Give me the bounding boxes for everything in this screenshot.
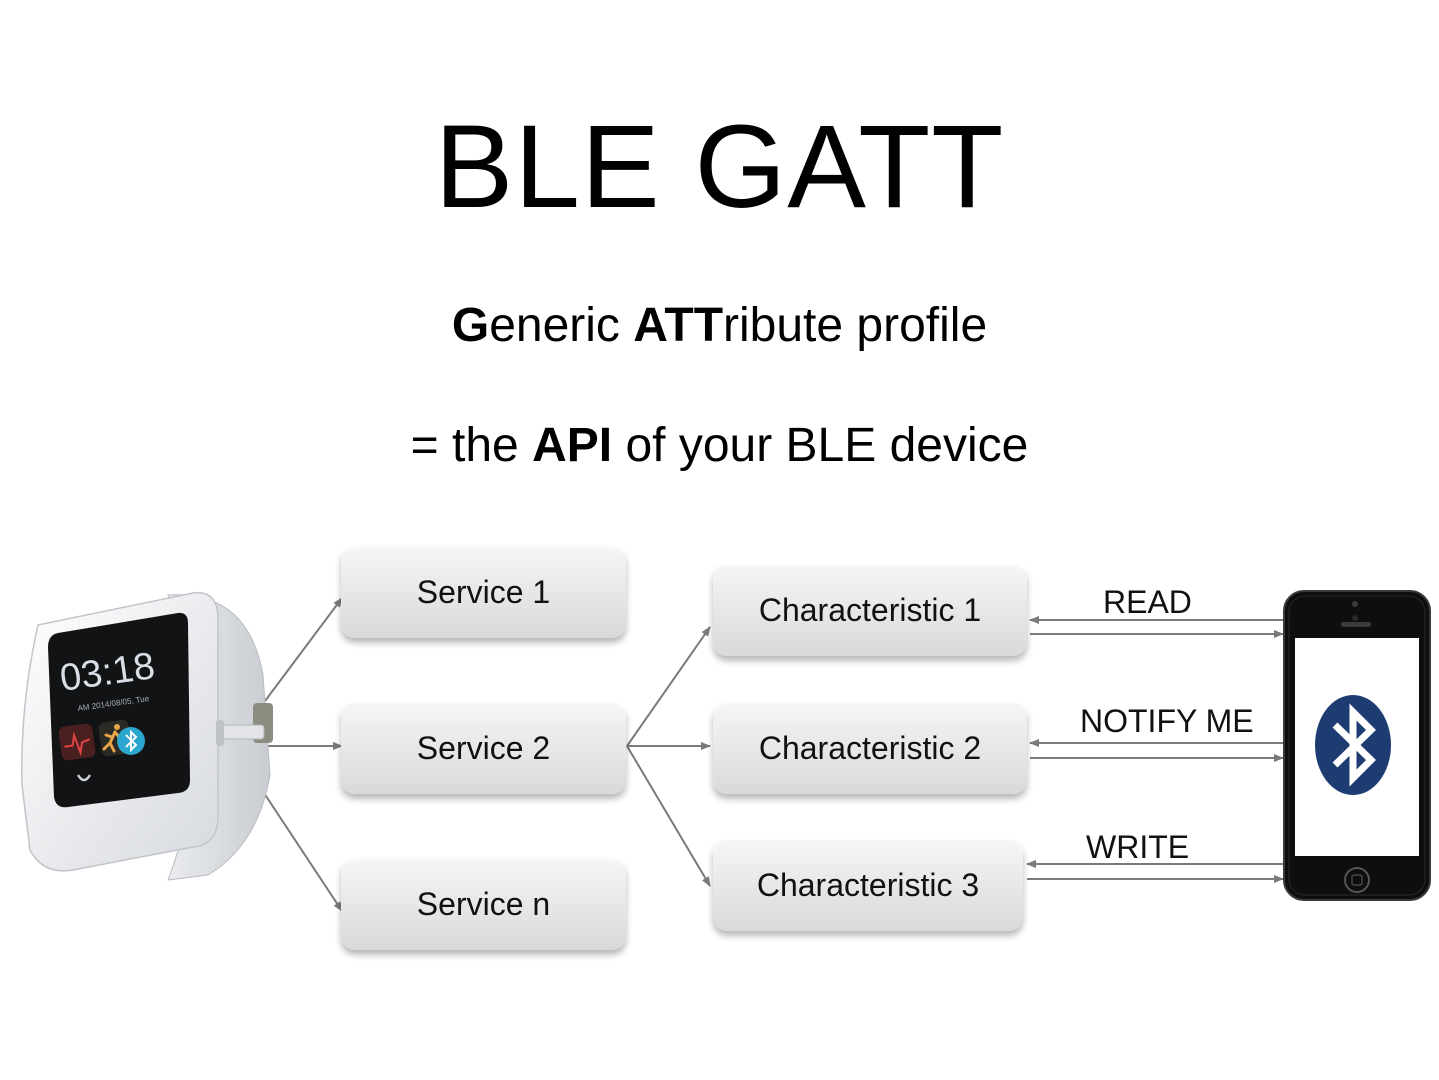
service-box-1: Service 1	[341, 546, 626, 638]
subtitle-g: G	[451, 299, 490, 352]
tagline-post: of your BLE device	[612, 419, 1029, 472]
service-box-2: Service 2	[341, 702, 626, 794]
characteristic-box-2: Characteristic 2	[713, 702, 1027, 794]
tagline-pre: = the	[410, 419, 533, 472]
subtitle-att: ATT	[633, 299, 724, 352]
subtitle-g-rest: eneric	[489, 299, 634, 352]
operation-read-label: READ	[1103, 584, 1192, 620]
tagline: = the API of your BLE device	[0, 422, 1439, 470]
characteristic-box-3: Characteristic 3	[713, 839, 1023, 931]
operation-write-label: WRITE	[1086, 829, 1190, 865]
subtitle-gatt-expansion: Generic ATTribute profile	[0, 302, 1439, 350]
arrow-service2-char-1	[626, 626, 711, 747]
characteristic-box-1: Characteristic 1	[713, 564, 1027, 656]
arrow-service2-char-3	[626, 745, 711, 887]
operation-notify-label: NOTIFY ME	[1080, 703, 1254, 739]
arrow-watch-service-1	[261, 597, 343, 706]
service-box-n: Service n	[341, 858, 626, 950]
subtitle-att-rest: ribute profile	[723, 299, 988, 352]
tagline-api: API	[532, 419, 613, 472]
arrow-watch-service-n	[261, 789, 343, 912]
slide-title: BLE GATT	[434, 101, 1005, 233]
bluetooth-icon	[1315, 695, 1391, 795]
smartwatch-image: 03:18 AM 2014/08/05, Tue	[21, 591, 273, 881]
smartphone-image	[1283, 590, 1431, 901]
